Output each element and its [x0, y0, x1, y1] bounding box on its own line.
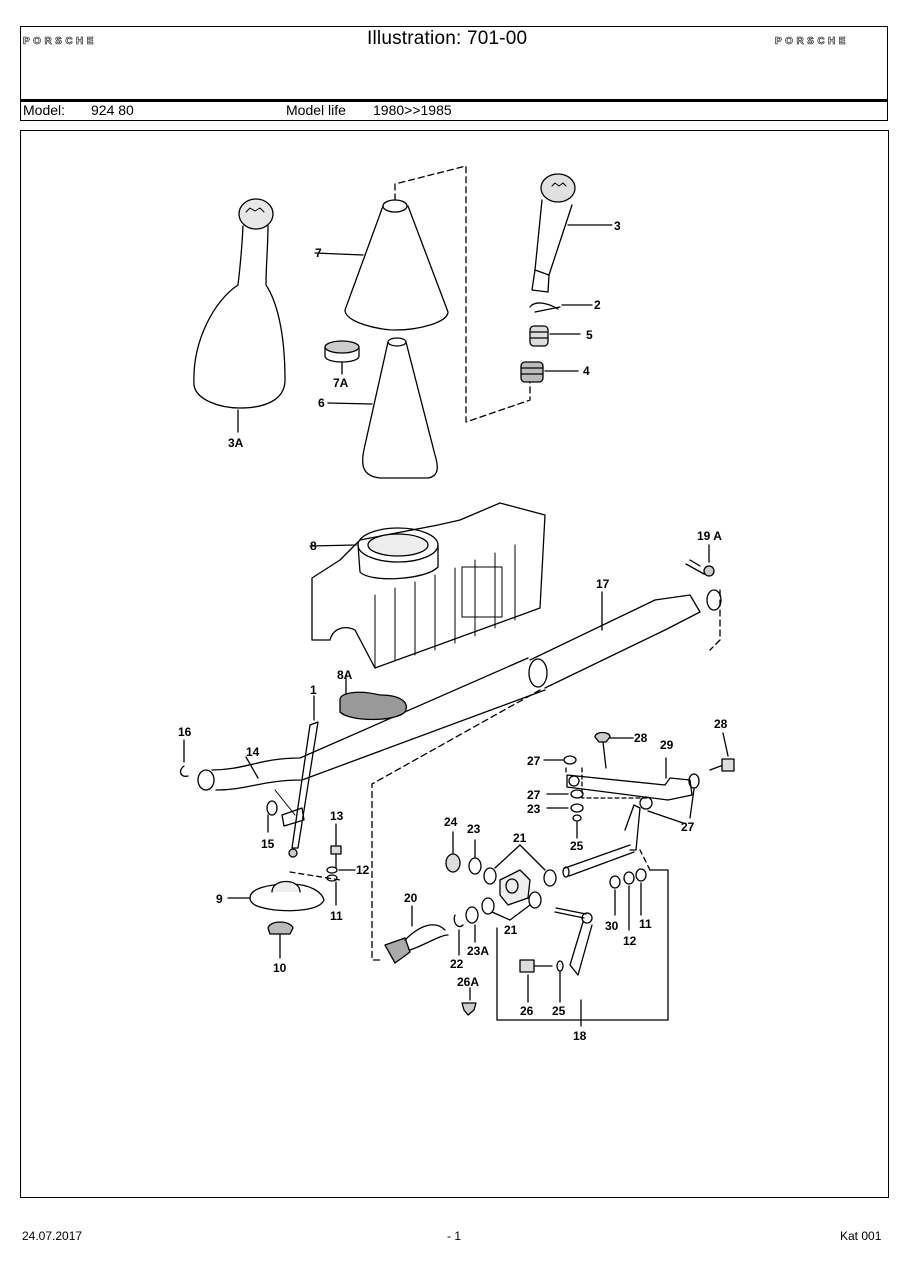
callout-7A: 7A [333, 376, 349, 390]
callout-2: 2 [594, 298, 601, 312]
linkage-29 [565, 757, 693, 801]
callout-8A: 8A [337, 668, 353, 682]
callout-16: 16 [178, 725, 192, 739]
callout-21b: 21 [504, 923, 518, 937]
clip-2 [529, 302, 561, 313]
callout-26: 26 [520, 1004, 534, 1018]
callout-28: 28 [634, 731, 648, 745]
cone-7 [314, 199, 449, 331]
callout-17: 17 [596, 577, 610, 591]
page-title: Illustration: 701-00 [367, 28, 528, 49]
callout-21: 21 [513, 831, 527, 845]
callout-27: 27 [527, 754, 541, 768]
footer-catalog: Kat 001 [840, 1229, 882, 1243]
callout-7: 7 [315, 246, 322, 260]
circlip-16 [179, 765, 189, 777]
callout-18: 18 [573, 1029, 587, 1043]
header-box: PORSCHE Illustration: 701-00 PORSCHE Mod… [20, 26, 888, 121]
callout-19A: 19 A [697, 529, 722, 543]
bolt-28 [594, 731, 634, 769]
callout-29: 29 [660, 738, 674, 752]
bearing-block [499, 869, 531, 906]
lever-18 [554, 907, 593, 1027]
callout-11: 11 [330, 909, 343, 923]
washer-23 [468, 857, 482, 875]
callout-9: 9 [216, 892, 223, 906]
callout-27b: 27 [527, 788, 541, 802]
model-value: 924 80 [91, 102, 134, 118]
shift-lever-3 [531, 173, 613, 293]
porsche-logo: PORSCHE [23, 36, 97, 45]
footer-page-number: - 1 [447, 1229, 462, 1243]
callout-13: 13 [330, 809, 344, 823]
clip-22 [453, 914, 464, 928]
svg-text:PORSCHE: PORSCHE [775, 36, 849, 45]
inner-boot-6 [327, 337, 438, 479]
header-divider [21, 99, 887, 102]
model-life-label: Model life [286, 102, 346, 118]
model-life-value: 1980>>1985 [373, 102, 452, 118]
callout-6: 6 [318, 396, 325, 410]
base-plate-9 [227, 880, 325, 912]
callout-26A: 26A [457, 975, 479, 989]
screw-26A [461, 1002, 477, 1016]
joint-20 [384, 905, 449, 964]
callout-20: 20 [404, 891, 418, 905]
cap-10 [267, 921, 294, 935]
ring-7A [324, 340, 360, 375]
illustration-frame [20, 130, 889, 1198]
callout-11b: 11 [639, 917, 652, 931]
svg-text:PORSCHE: PORSCHE [23, 36, 97, 45]
bolt-13 [330, 823, 342, 869]
callout-24: 24 [444, 815, 458, 829]
bolt-26 [519, 959, 553, 1003]
bushing-5 [529, 325, 581, 347]
torque-tube-17 [528, 589, 722, 689]
footer-date: 24.07.2017 [22, 1229, 83, 1243]
model-label: Model: [23, 102, 66, 118]
callout-30: 30 [605, 919, 619, 933]
callout-25b: 25 [570, 839, 584, 853]
bolt-28-right [709, 732, 735, 772]
porsche-logo: PORSCHE [775, 36, 849, 45]
shift-boot-3A [193, 198, 286, 433]
callout-15: 15 [261, 837, 275, 851]
callout-12: 12 [356, 863, 370, 877]
callout-12b: 12 [623, 934, 637, 948]
washer-15 [266, 800, 278, 816]
callout-4: 4 [583, 364, 590, 378]
shift-rod-14 [197, 657, 546, 816]
callout-14: 14 [246, 745, 260, 759]
callout-25: 25 [552, 1004, 566, 1018]
callout-23A: 23A [467, 944, 489, 958]
washer-25 [556, 960, 564, 972]
callout-28b: 28 [714, 717, 728, 731]
callout-5: 5 [586, 328, 593, 342]
callout-10: 10 [273, 961, 287, 975]
callout-22: 22 [450, 957, 464, 971]
screw-19A [685, 544, 715, 577]
nut-24 [445, 831, 461, 873]
callout-3: 3 [614, 219, 621, 233]
bellows-4 [520, 361, 579, 383]
shaft [562, 804, 641, 878]
callout-3A: 3A [228, 436, 244, 450]
pad-8A [339, 677, 407, 721]
callout-8: 8 [310, 539, 317, 553]
shift-lever-1 [281, 695, 319, 858]
callout-27c: 27 [681, 820, 695, 834]
callout-1: 1 [310, 683, 317, 697]
callout-23: 23 [467, 822, 481, 836]
console-housing-8 [309, 502, 546, 669]
callout-23b: 23 [527, 802, 541, 816]
